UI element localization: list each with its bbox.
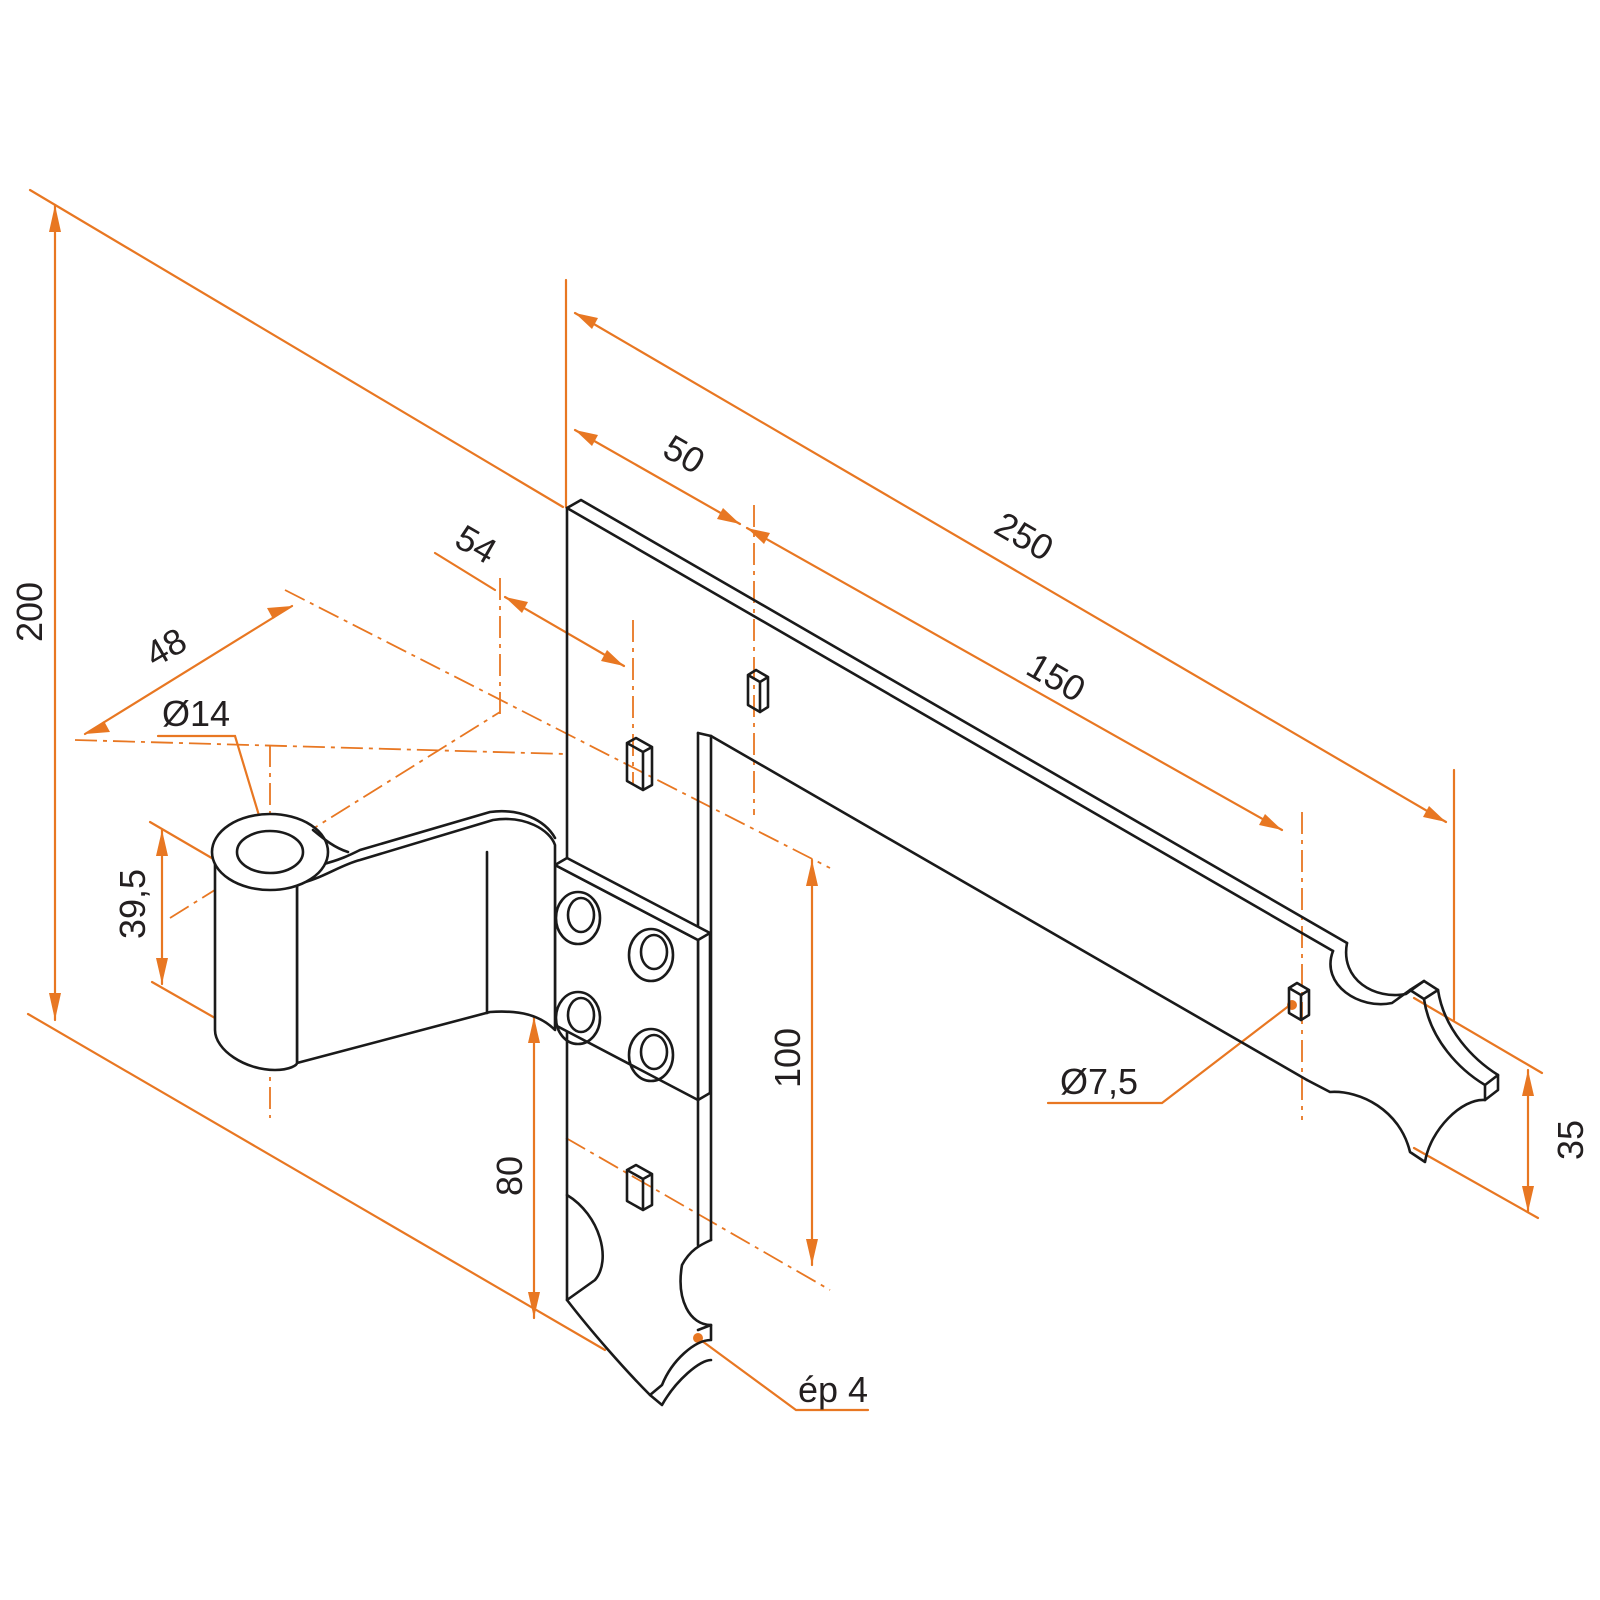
- dim-plate-offset: 54: [449, 516, 504, 572]
- dim-pin-offset: 48: [138, 619, 193, 675]
- dim-lower-plate: 80: [489, 1156, 530, 1196]
- bolt-heads: [554, 890, 675, 1083]
- hinge-part: [210, 498, 1500, 1407]
- dimension-arrowheads: [49, 205, 1534, 1343]
- dim-total-height: 200: [9, 582, 50, 642]
- dim-first-hole: 50: [657, 426, 712, 482]
- dim-hole-diameter: Ø7,5: [1060, 1061, 1138, 1102]
- dim-hole-spacing: 150: [1020, 644, 1093, 710]
- dim-pin-diameter: Ø14: [162, 693, 230, 734]
- dim-end-width: 35: [1550, 1120, 1591, 1160]
- dim-pin-height: 39,5: [112, 869, 153, 939]
- dim-plate-height: 100: [767, 1028, 808, 1088]
- dimension-lines: [26, 188, 1544, 1412]
- dim-thickness: ép 4: [798, 1369, 868, 1410]
- dim-strap-length: 250: [988, 503, 1061, 569]
